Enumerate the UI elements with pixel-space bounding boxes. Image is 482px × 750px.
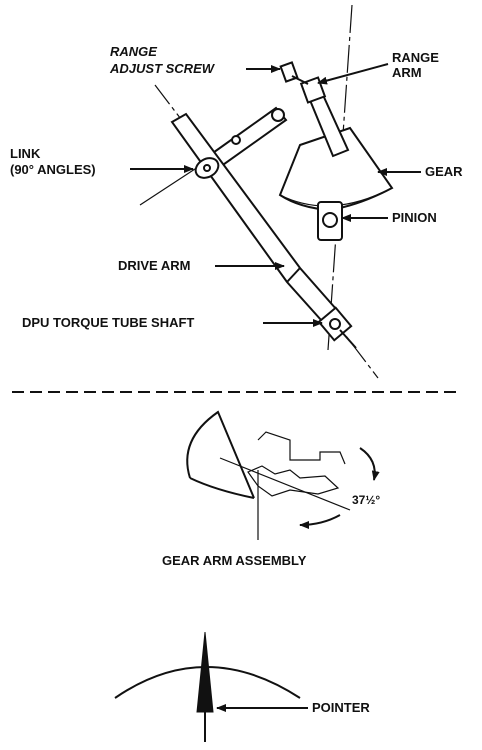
torque-tube-shaft-end	[317, 306, 357, 349]
label-link-2: (90° ANGLES)	[10, 162, 96, 177]
pinion	[317, 201, 343, 241]
label-gear-arm-assembly: GEAR ARM ASSEMBLY	[162, 553, 307, 568]
pointer	[114, 631, 301, 742]
top-mechanism	[139, 4, 394, 379]
link-bar	[201, 106, 288, 174]
label-torque-tube: DPU TORQUE TUBE SHAFT	[22, 315, 194, 330]
label-link-1: LINK	[10, 146, 41, 161]
label-range-arm-2: ARM	[392, 65, 422, 80]
leader-range-arm	[317, 63, 389, 85]
label-angle: 37½°	[352, 493, 380, 507]
label-pointer: POINTER	[312, 700, 370, 715]
gear-arm-assembly: 37½°	[186, 410, 380, 540]
label-pinion: PINION	[392, 210, 437, 225]
label-range-adjust-screw-2: ADJUST SCREW	[109, 61, 216, 76]
top-labels: RANGE ADJUST SCREW RANGE ARM LINK (90° A…	[10, 44, 463, 330]
link-pivot	[194, 157, 220, 179]
range-adjust-screw	[279, 61, 309, 85]
label-range-adjust-screw-1: RANGE	[110, 44, 157, 59]
label-drive-arm: DRIVE ARM	[118, 258, 190, 273]
gear	[278, 126, 394, 212]
label-gear: GEAR	[425, 164, 463, 179]
label-range-arm-1: RANGE	[392, 50, 439, 65]
